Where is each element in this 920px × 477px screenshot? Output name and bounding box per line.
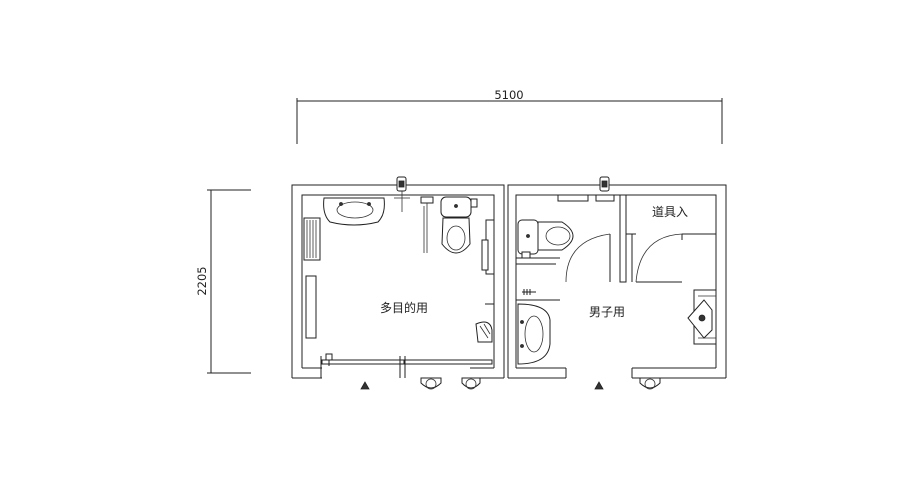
equipment-icon-storage	[687, 289, 717, 345]
entrance-arrow-mens	[594, 381, 604, 390]
wheel-icon-storage	[639, 377, 661, 390]
counter-icon	[305, 275, 317, 339]
wall-multipurpose	[291, 184, 505, 379]
sliding-door-mens	[565, 368, 633, 378]
toilet-mens	[517, 219, 574, 259]
wall-right-block	[507, 184, 727, 379]
baby-chair-icon	[303, 217, 321, 261]
depth-dimension: 2205	[195, 189, 251, 374]
shelf-icon-mens	[516, 289, 560, 301]
sink-multipurpose	[323, 197, 385, 226]
sliding-door-multipurpose	[320, 353, 493, 378]
entrance-arrow-multipurpose	[360, 381, 370, 390]
toilet-multipurpose	[440, 196, 478, 254]
room-label-storage: 道具入	[652, 205, 688, 219]
depth-dimension-label: 2205	[195, 266, 209, 295]
door-swing-storage	[635, 233, 683, 283]
width-dimension: 5100	[296, 88, 723, 144]
grab-bar-icon	[420, 196, 434, 253]
width-dimension-label: 5100	[494, 88, 523, 102]
trash-bin-icon	[475, 321, 493, 343]
door-swing-mens	[565, 233, 611, 283]
faucet-icon-mens	[557, 176, 615, 202]
room-label-mens: 男子用	[589, 305, 625, 319]
wheel-icons-multipurpose	[420, 377, 481, 390]
faucet-icon	[394, 176, 410, 212]
sink-mens	[517, 303, 551, 365]
side-rail-icon	[481, 219, 495, 275]
room-label-multipurpose: 多目的用	[380, 300, 428, 315]
